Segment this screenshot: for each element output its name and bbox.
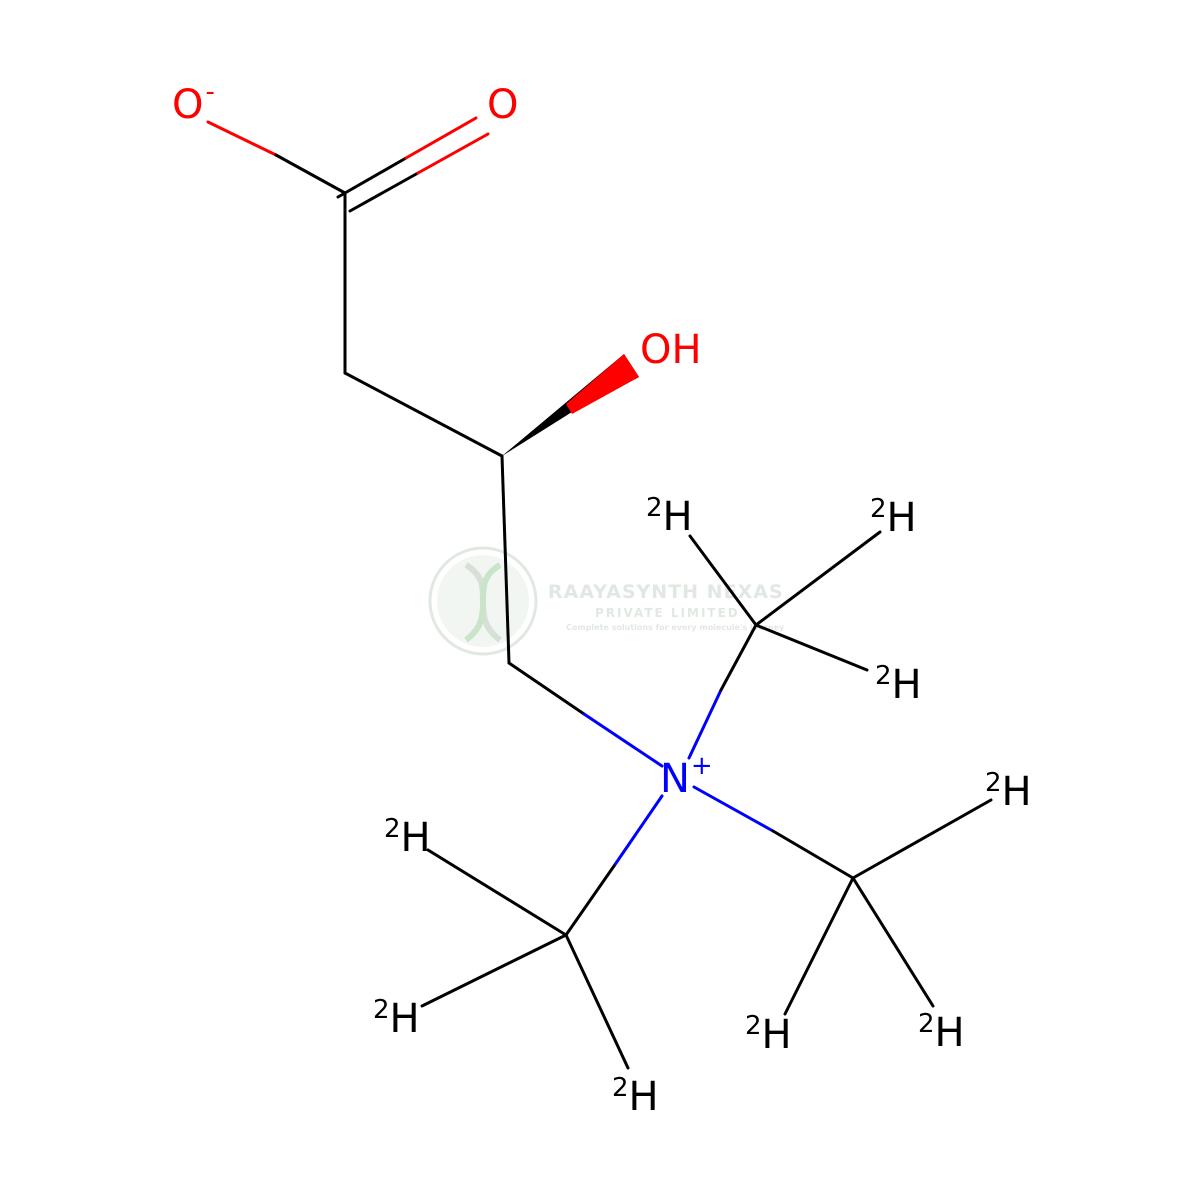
bond-o-minus-red: [206, 120, 278, 157]
bond-me3-d2: [420, 933, 568, 1008]
watermark-subtitle: PRIVATE LIMITED: [595, 606, 740, 620]
bond-me1-d2: [754, 530, 882, 627]
wedge-bond-red-part: [566, 354, 639, 414]
bond-me2-d1: [851, 798, 993, 880]
bond-o-minus-black: [274, 153, 347, 195]
bond-carbonyl-b-red: [416, 132, 490, 175]
bond-me3-d3: [564, 933, 630, 1070]
bond-carbonyl-b-black: [348, 171, 420, 213]
bond-c4-n-blue: [582, 712, 664, 768]
bond-n-me1-blue: [687, 688, 723, 760]
bond-n-me3-blue: [612, 794, 664, 868]
bond-me1-d3: [754, 623, 869, 672]
bond-carbonyl-a-black: [336, 156, 408, 199]
atom-deuterium: 2H: [612, 1073, 659, 1120]
atom-deuterium: 2H: [875, 661, 922, 708]
bond-n-me3-black: [564, 864, 616, 937]
atom-hydroxyl: OH: [640, 327, 702, 373]
watermark-company: RAAYASYNTH NEXAS: [548, 581, 784, 603]
bond-me2-d2: [783, 876, 855, 1016]
atom-deuterium: 2H: [985, 768, 1032, 815]
dna-helix-logo-icon: [428, 546, 538, 656]
atom-deuterium: 2H: [373, 995, 420, 1042]
watermark: RAAYASYNTH NEXAS PRIVATE LIMITED Complet…: [428, 546, 785, 656]
atom-deuterium: 2H: [745, 1011, 792, 1058]
bond-me2-d3: [851, 876, 935, 1008]
atom-oxygen-carbonyl: O: [487, 82, 518, 128]
bond-carbonyl-a-red: [404, 116, 478, 160]
bond-n-me2-black: [771, 829, 855, 880]
atom-deuterium: 2H: [870, 494, 917, 541]
atom-nitrogen-cation: N+: [660, 751, 713, 802]
bond-c4-n-black: [507, 661, 586, 716]
atom-labels: O- O OH N+ 2H 2H 2H 2H 2H 2H 2H 2H 2H: [172, 77, 1032, 1120]
atom-deuterium: 2H: [918, 1009, 965, 1056]
bonds: [206, 116, 993, 1070]
atom-deuterium: 2H: [646, 493, 693, 540]
bond-c3-c4: [500, 454, 511, 665]
atom-oxygen-anion: O-: [172, 77, 215, 128]
bond-c2-c3: [343, 371, 504, 458]
bond-n-me1-black: [719, 623, 758, 692]
bond-n-me2-blue: [692, 785, 775, 833]
bond-me3-d1: [426, 848, 568, 937]
watermark-tagline: Complete solutions for every molecule's …: [566, 623, 785, 632]
bond-me1-d1: [688, 534, 758, 627]
atom-deuterium: 2H: [384, 814, 431, 861]
wedge-bond-oh: [502, 354, 639, 456]
